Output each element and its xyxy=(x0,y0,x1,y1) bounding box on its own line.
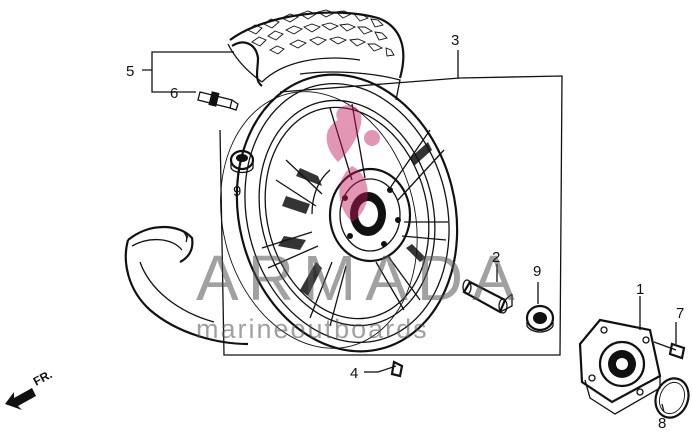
callout-hub-flange: 1 xyxy=(636,281,644,298)
watermark-logo xyxy=(326,105,380,222)
wheel-bounding-lines xyxy=(219,75,563,356)
tire-lower xyxy=(124,226,249,346)
bolt-small xyxy=(377,360,404,378)
watermark-subtitle: marineoutboards xyxy=(196,314,429,344)
leader-lines xyxy=(142,50,677,413)
callout-bearing-left: 9 xyxy=(233,183,241,200)
wheel-rim xyxy=(220,73,459,353)
callout-tire-group: 5 xyxy=(126,63,134,80)
wheel-hub xyxy=(311,167,412,263)
callout-bolt: 4 xyxy=(350,365,358,382)
valve-stem xyxy=(197,91,239,111)
callout-flange-bolt: 7 xyxy=(676,305,684,322)
callout-o-ring: 8 xyxy=(658,415,666,432)
flange-bolt xyxy=(653,341,686,360)
callout-wheel: 3 xyxy=(451,32,459,49)
bearing-right xyxy=(525,304,555,333)
hub-flange xyxy=(578,318,662,415)
bearing-left xyxy=(229,149,255,174)
callout-axle-collar: 2 xyxy=(492,249,500,266)
front-direction-arrow-icon xyxy=(5,388,36,410)
watermark-title: ARMADA xyxy=(196,242,524,314)
callout-bearing-right: 9 xyxy=(533,263,541,280)
tire-upper xyxy=(227,9,405,101)
axle-collar xyxy=(462,279,513,314)
direction-label: FR. xyxy=(31,367,55,388)
o-ring xyxy=(654,377,690,419)
callout-valve: 6 xyxy=(170,85,178,102)
